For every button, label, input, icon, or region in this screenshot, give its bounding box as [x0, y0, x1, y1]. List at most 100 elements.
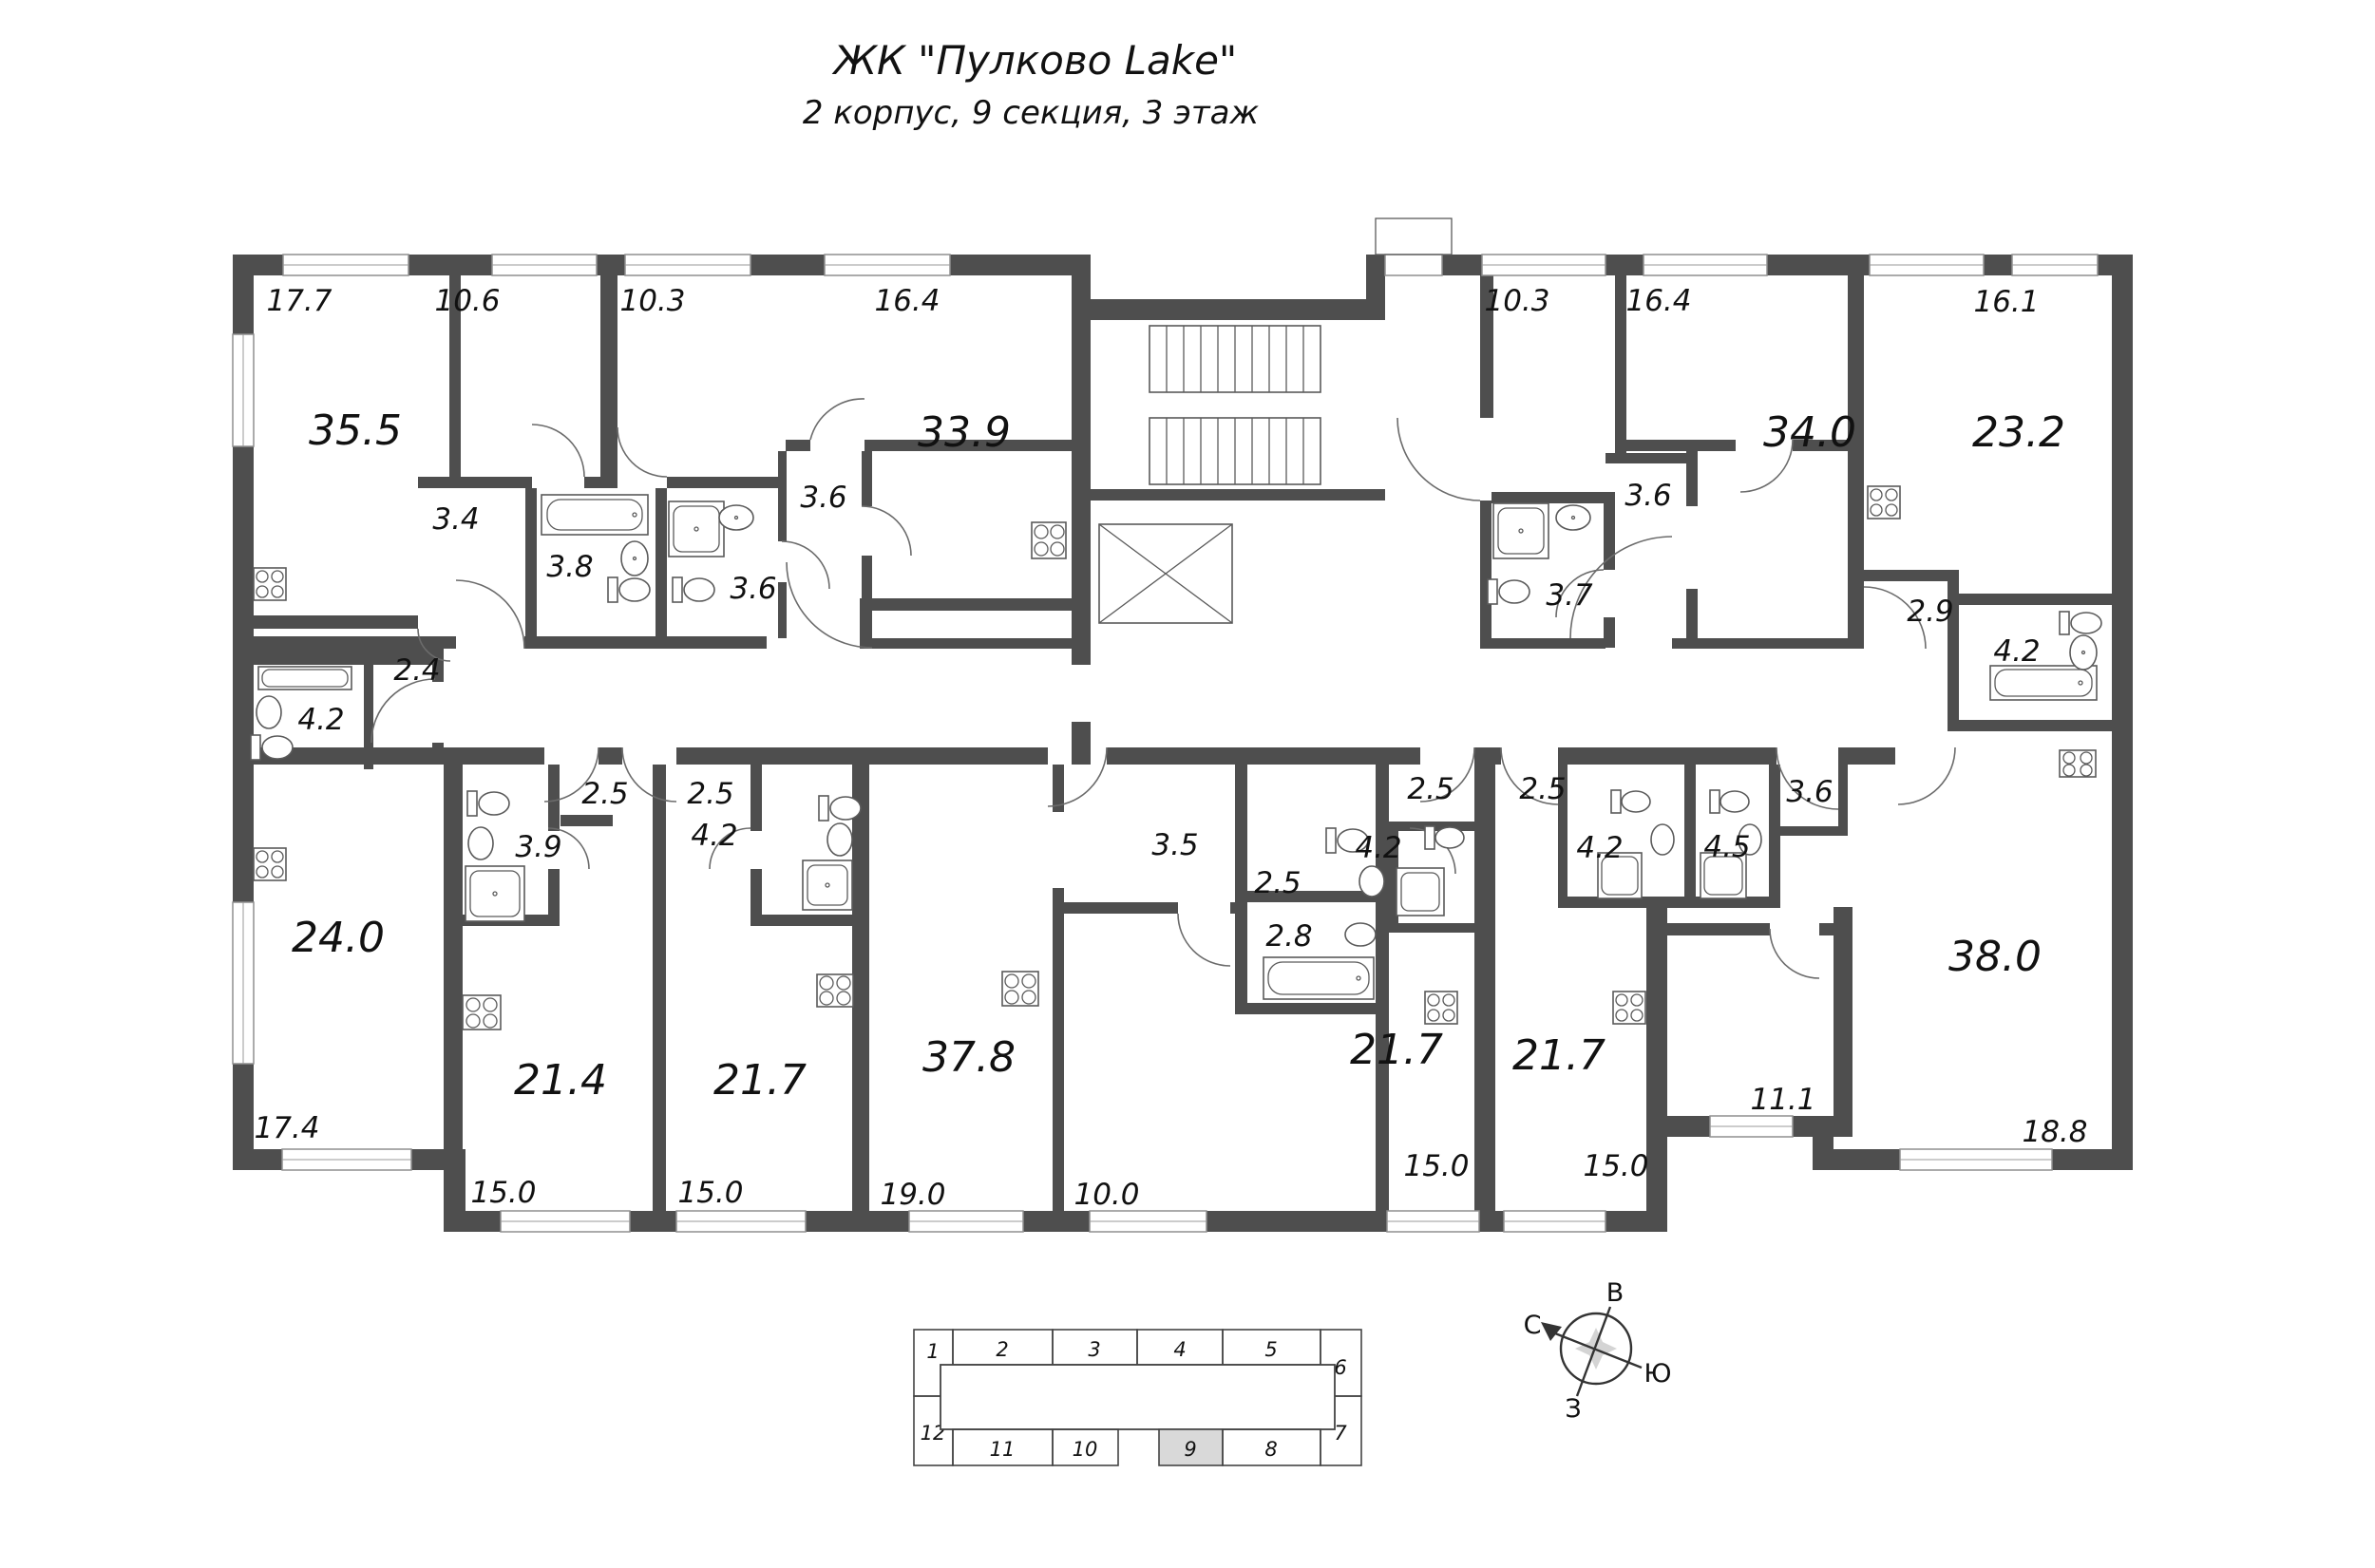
sink-icon: [1555, 504, 1591, 531]
room-area-label: 15.0: [677, 1176, 743, 1210]
compass-west-label: З: [1565, 1394, 1581, 1424]
toilet-icon: [818, 795, 862, 822]
room-area-label: 4.5: [1703, 830, 1750, 864]
stove-icon: [1001, 971, 1039, 1007]
compass-east-label: В: [1606, 1278, 1624, 1308]
room-area-label: 2.5: [1519, 772, 1566, 806]
stove-icon: [462, 994, 502, 1030]
room-area-label: 2.5: [687, 777, 733, 811]
room-area-label: 3.7: [1546, 578, 1593, 613]
window: [908, 1210, 1024, 1233]
room-area-label: 10.0: [1074, 1178, 1139, 1212]
keyplan-section-10: 10: [1052, 1428, 1119, 1466]
window: [500, 1210, 631, 1233]
stove-icon: [1867, 485, 1901, 520]
window: [232, 901, 255, 1065]
stairs-icon: [1149, 325, 1321, 485]
bathtub-icon: [541, 494, 649, 536]
window: [2011, 254, 2099, 276]
bathtub-icon: [1263, 956, 1375, 1000]
shower-icon: [1492, 502, 1549, 559]
toilet-icon: [2059, 611, 2102, 635]
window: [1481, 254, 1606, 276]
entrance-door: [1375, 217, 1453, 276]
keyplan-section-label: 5: [1264, 1338, 1277, 1361]
window: [1869, 254, 1985, 276]
keyplan-section-9-active: 9: [1158, 1428, 1224, 1466]
keyplan-section-8: 8: [1222, 1428, 1321, 1466]
toilet-icon: [1424, 825, 1465, 850]
sink-icon: [2069, 634, 2098, 671]
keyplan-section-label: 4: [1173, 1338, 1186, 1361]
keyplan-section-label: 8: [1264, 1438, 1277, 1461]
keyplan-section-label: 11: [990, 1438, 1016, 1461]
room-area-label: 16.4: [874, 284, 940, 318]
room-area-label: 16.1: [1973, 285, 2039, 319]
room-area-label: 2.9: [1907, 595, 1953, 629]
compass-north-arrow: [1541, 1322, 1562, 1341]
window: [282, 254, 409, 276]
stove-icon: [253, 567, 287, 601]
area-labels: 35.5 33.9 34.0 23.2 24.0 21.4 21.7 37.8 …: [254, 284, 2087, 1212]
apartment-total-label: 23.2: [1972, 408, 2065, 457]
keyplan-building-body: [940, 1364, 1336, 1430]
shower-icon: [668, 501, 725, 557]
room-area-label: 16.4: [1625, 284, 1691, 318]
room-area-label: 2.8: [1265, 919, 1312, 954]
room-area-label: 11.1: [1750, 1083, 1815, 1117]
window: [1503, 1210, 1606, 1233]
sink-icon: [1650, 823, 1675, 856]
plan-subtitle: 2 корпус, 9 секция, 3 этаж: [803, 94, 1260, 132]
toilet-icon: [1610, 789, 1651, 814]
stove-icon: [1612, 991, 1646, 1025]
room-area-label: 2.4: [393, 653, 440, 688]
room-area-label: 19.0: [880, 1178, 945, 1212]
keyplan-section-3: 3: [1052, 1329, 1138, 1366]
room-area-label: 2.5: [581, 777, 628, 811]
sink-icon: [620, 540, 649, 576]
compass: В С Ю З: [1524, 1278, 1672, 1424]
compass-south-label: Ю: [1644, 1359, 1671, 1389]
sink-icon: [1358, 865, 1385, 897]
bathtub-icon: [1989, 665, 2098, 701]
keyplan-section-11: 11: [952, 1428, 1054, 1466]
room-area-label: 10.3: [619, 284, 685, 318]
keyplan-section-label: 1: [926, 1340, 939, 1363]
toilet-icon: [1487, 578, 1530, 605]
window: [1899, 1148, 2053, 1171]
windows: [232, 217, 2099, 1233]
window: [491, 254, 598, 276]
window: [232, 333, 255, 447]
apartment-total-label: 21.4: [514, 1056, 607, 1105]
sink-icon: [826, 822, 853, 857]
toilet-icon: [1325, 827, 1369, 854]
toilet-icon: [250, 734, 294, 761]
room-area-label: 4.2: [1576, 831, 1623, 865]
elevator-icon: [1098, 523, 1233, 624]
window: [624, 254, 751, 276]
room-area-label: 3.9: [515, 830, 561, 864]
keyplan-active-section-label: 9: [1184, 1438, 1196, 1461]
room-area-label: 4.2: [1993, 634, 2040, 669]
shower-icon: [465, 865, 525, 922]
keyplan-section-label: 6: [1334, 1356, 1346, 1379]
compass-north-label: С: [1524, 1311, 1542, 1340]
room-area-label: 2.5: [1254, 866, 1301, 900]
door-arcs: [370, 398, 1956, 979]
shower-icon: [1700, 852, 1747, 899]
stove-icon: [816, 973, 854, 1008]
sink-icon: [1344, 922, 1377, 947]
room-area-label: 3.8: [546, 550, 593, 584]
room-area-label: 15.0: [1403, 1149, 1469, 1183]
apartment-total-label: 37.8: [922, 1033, 1016, 1082]
room-area-label: 4.2: [297, 703, 344, 737]
room-area-label: 10.6: [434, 284, 500, 318]
room-area-label: 4.2: [691, 819, 737, 853]
room-area-label: 17.7: [266, 284, 332, 318]
window: [1643, 254, 1768, 276]
toilet-icon: [1709, 789, 1750, 814]
window: [675, 1210, 807, 1233]
toilet-icon: [672, 576, 715, 603]
